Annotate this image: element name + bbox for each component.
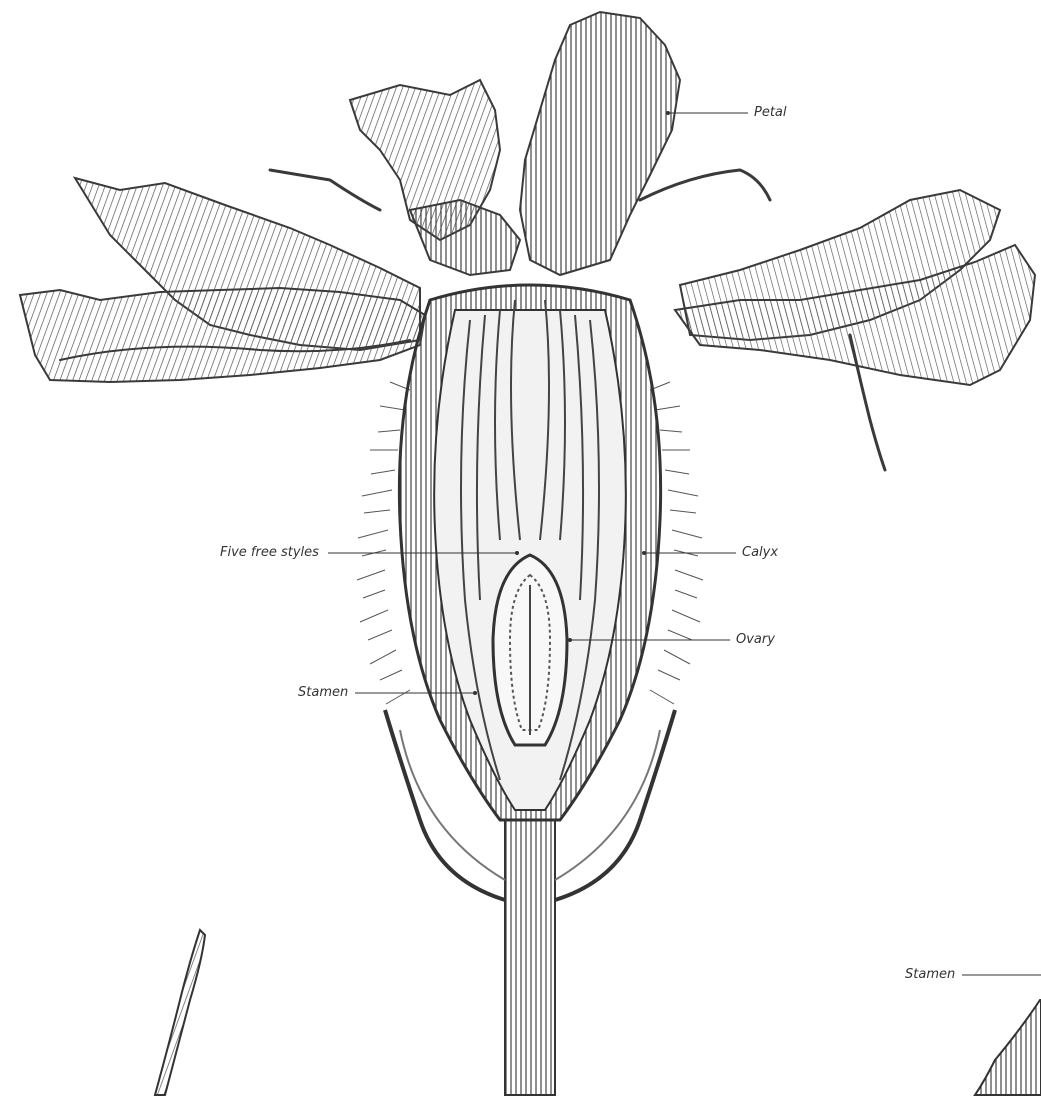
label-stamen-right: Stamen — [905, 968, 955, 981]
petal-right — [675, 190, 1035, 470]
label-stamen-left: Stamen — [298, 686, 348, 699]
label-petal: Petal — [754, 106, 787, 119]
bud-fragment-right — [975, 1000, 1041, 1095]
label-calyx: Calyx — [742, 546, 778, 559]
label-five-free-styles: Five free styles — [220, 546, 319, 559]
petal-left — [20, 178, 425, 382]
label-ovary: Ovary — [736, 633, 775, 646]
bud-fragment-left — [155, 930, 205, 1095]
ovary — [493, 555, 567, 745]
petal-top — [270, 12, 770, 275]
